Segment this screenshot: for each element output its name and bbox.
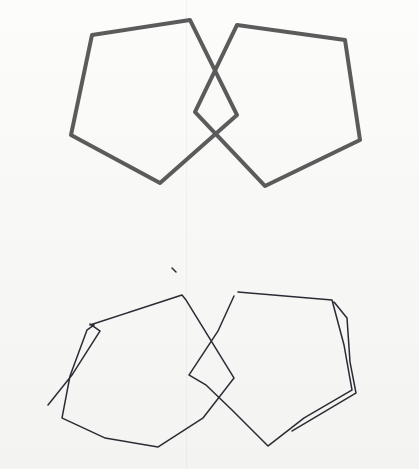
sketch-stray-mark	[171, 267, 177, 273]
sketch-pentagons	[47, 267, 357, 448]
model-left-pentagon	[69, 18, 239, 185]
sketch-right-pentagon	[188, 291, 353, 447]
model-pentagons	[69, 18, 362, 188]
sketch-right-pentagon-extra-stroke	[291, 301, 357, 432]
sketch-left-pentagon	[61, 294, 235, 448]
sketch-left-pentagon-extra-stroke	[47, 323, 101, 406]
model-right-pentagon	[193, 23, 362, 188]
